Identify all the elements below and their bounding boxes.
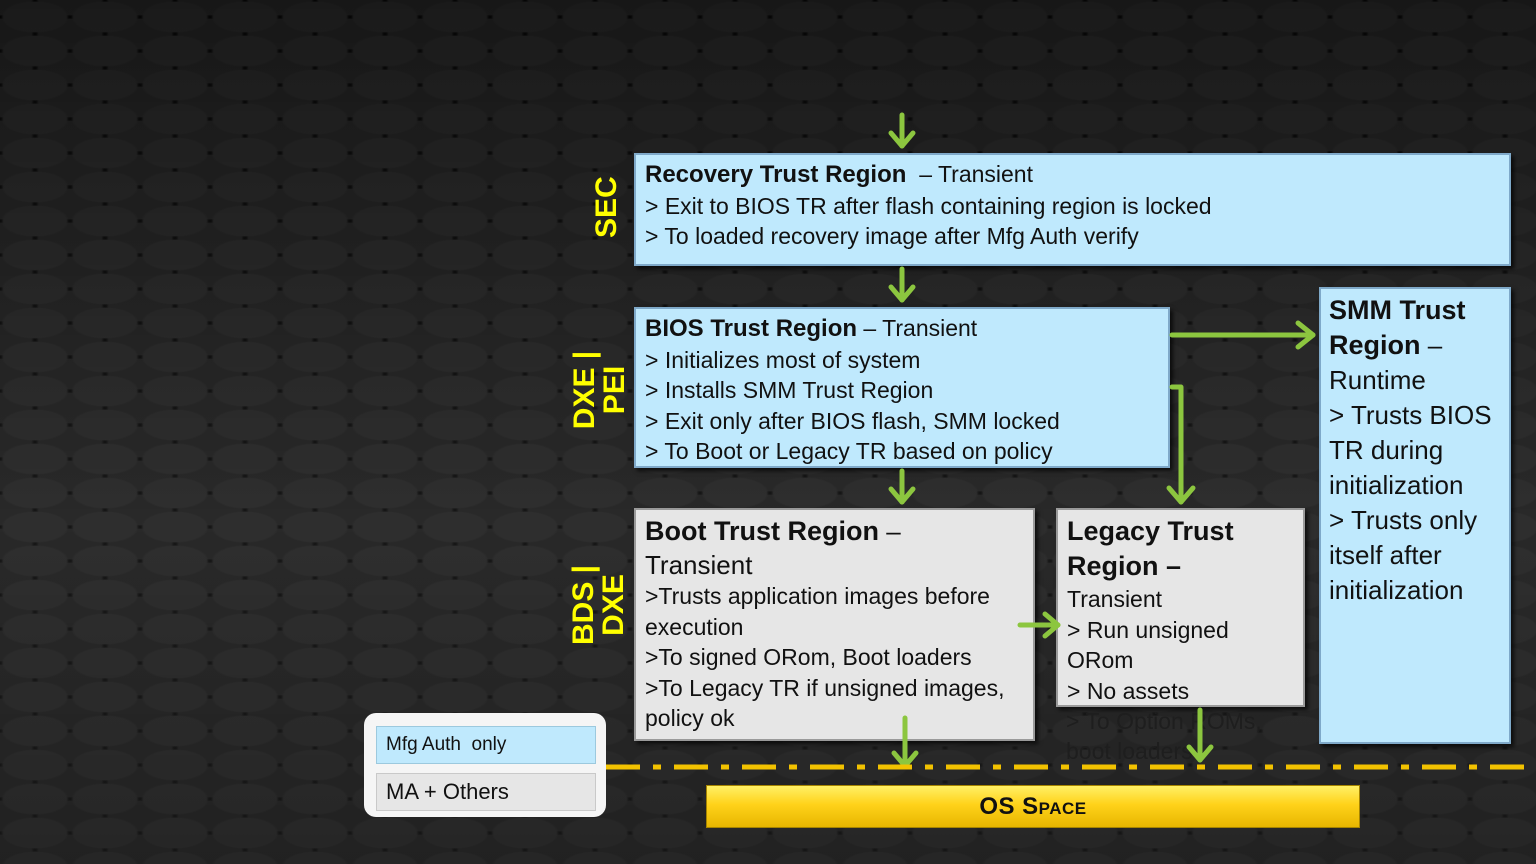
smm-title: SMM Trust Region [1329,295,1466,360]
arrow-bios-to-legacy [1166,384,1196,505]
legacy-line: > No assets [1067,677,1190,704]
smm-line: > Trusts only itself after initializatio… [1329,505,1478,605]
legacy-line: > Run unsigned ORom [1067,616,1229,674]
recovery-title: Recovery Trust Region [645,161,907,188]
smm-heading: SMM Trust Region – [1329,293,1501,363]
arrow-entry-to-recovery [888,112,916,149]
legacy-overflow-text: > To Option ROMs, boot loaders [1066,708,1262,764]
arrow-legacy-to-os [1186,707,1214,763]
legend-mfg-auth-label: Mfg Auth only [386,734,507,755]
legend: Mfg Auth only MA + Others [364,713,606,817]
smm-suffix: – [1420,330,1443,360]
boot-trust-region-box: Boot Trust Region – Transient >Trusts ap… [634,508,1035,741]
legend-mfg-auth-swatch: Mfg Auth only [376,726,596,764]
legacy-trust-region-box: Legacy Trust Region – Transient > Run un… [1056,508,1305,707]
bios-heading: BIOS Trust Region – Transient [645,313,1159,345]
smm-line: Runtime [1329,365,1426,395]
boot-heading: Boot Trust Region – [645,514,1024,549]
recovery-heading: Recovery Trust Region – Transient [645,159,1500,191]
arrow-bios-to-boot [888,468,916,505]
recovery-suffix: – Transient [906,161,1033,187]
os-space-bar: OS Space [706,785,1360,828]
arrow-boot-to-legacy [1017,611,1061,639]
bios-line: > Initializes most of system [645,346,921,373]
bios-line: > To Boot or Legacy TR based on policy [645,438,1053,464]
legacy-line: Transient [1067,586,1163,612]
boot-title: Boot Trust Region [645,516,879,546]
arrow-recovery-to-bios [888,266,916,303]
boot-line: >To Legacy TR if unsigned images, policy… [645,674,1005,732]
recovery-line: > To loaded recovery image after Mfg Aut… [645,223,1139,249]
boot-suffix: – [878,516,901,546]
bios-trust-region-box: BIOS Trust Region – Transient > Initiali… [634,307,1170,468]
smm-trust-region-box: SMM Trust Region – Runtime > Trusts BIOS… [1319,287,1511,744]
boot-line: >Trusts application images before execut… [645,583,990,640]
boot-subtitle: Transient [645,550,753,580]
bios-line: > Installs SMM Trust Region [645,377,934,403]
legacy-title: Legacy Trust Region – [1067,516,1234,581]
boot-line: >To signed ORom, Boot loaders [645,644,972,670]
legend-ma-others-swatch: MA + Others [376,773,596,811]
bios-title: BIOS Trust Region [645,315,858,342]
arrow-boot-to-os [891,715,919,769]
smm-line: > Trusts BIOS TR during initialization [1329,400,1492,500]
arrow-bios-to-smm [1169,320,1316,350]
recovery-line: > Exit to BIOS TR after flash containing… [645,192,1212,219]
legend-ma-others-label: MA + Others [386,779,509,804]
recovery-trust-region-box: Recovery Trust Region – Transient > Exit… [634,153,1511,266]
os-space-label: OS Space [979,792,1087,820]
bios-suffix: – Transient [857,315,978,341]
bios-line: > Exit only after BIOS flash, SMM locked [645,407,1060,434]
